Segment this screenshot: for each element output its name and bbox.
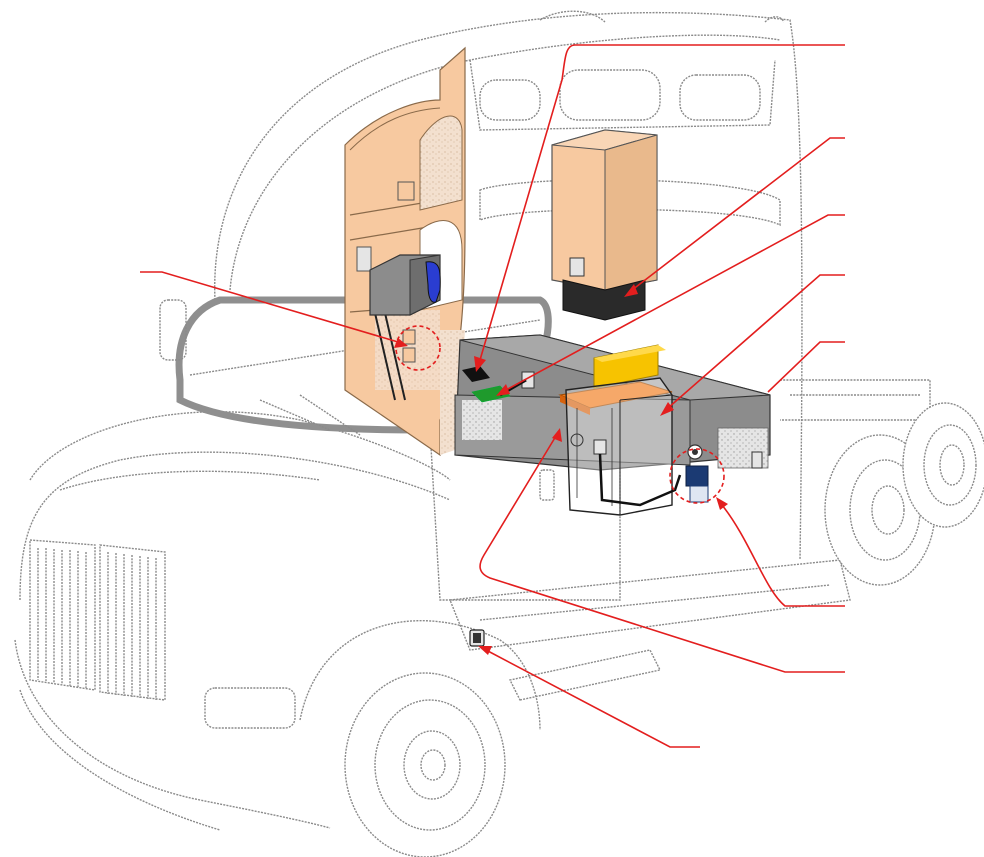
leader-line-2 (631, 137, 845, 291)
leader-arrow-8 (552, 428, 562, 442)
yellow-module (558, 344, 673, 415)
rack-switch-left (356, 246, 372, 272)
leader-arrow-9 (478, 646, 492, 655)
callout-ring-sockets (669, 448, 725, 504)
fender-socket (469, 629, 485, 647)
green-panel-icon (471, 385, 511, 403)
leader-arrow-2 (624, 284, 638, 297)
sleeper-window-left (479, 79, 541, 121)
leader-arrow-7 (716, 497, 728, 510)
sleeper-window-mid (559, 69, 661, 121)
leader-line-5 (767, 341, 845, 393)
cabinet-switch (569, 257, 585, 277)
transparent-enclosure (565, 377, 682, 516)
leader-line-9 (485, 649, 700, 748)
rear-switch (751, 451, 763, 469)
leader-line-7 (721, 504, 845, 607)
black-unit-icon (462, 366, 490, 382)
grille (29, 539, 166, 701)
leader-arrow-4 (660, 402, 674, 416)
callout-leaders (140, 44, 845, 748)
callout-ring-rack (395, 325, 441, 371)
upper-cabinet (551, 129, 658, 321)
door-handle (539, 469, 555, 501)
headlight (204, 687, 296, 729)
rack-switch-lower-2 (402, 347, 416, 363)
leader-arrow-6 (394, 338, 408, 348)
monitor-unit (369, 254, 441, 316)
leader-line-4 (667, 274, 845, 409)
leader-line-6 (140, 271, 399, 343)
leader-arrow-3 (496, 384, 510, 396)
side-mirror (159, 299, 187, 361)
enclosure-switch (593, 439, 607, 455)
leader-arrow-1 (474, 356, 486, 372)
equipment-rack (344, 46, 466, 457)
cabinet-base (562, 279, 646, 321)
leader-line-8 (479, 435, 845, 673)
rear-wheels (824, 402, 984, 586)
sleeper-window-right (679, 74, 761, 121)
leader-line-3 (505, 214, 845, 391)
rack-switch-upper (397, 181, 415, 201)
leader-line-1 (479, 44, 845, 361)
monitor-screen-icon (425, 261, 441, 303)
navy-panel-icon (685, 465, 709, 487)
front-wheel (344, 672, 506, 857)
rack-switch-lower-1 (402, 329, 416, 345)
